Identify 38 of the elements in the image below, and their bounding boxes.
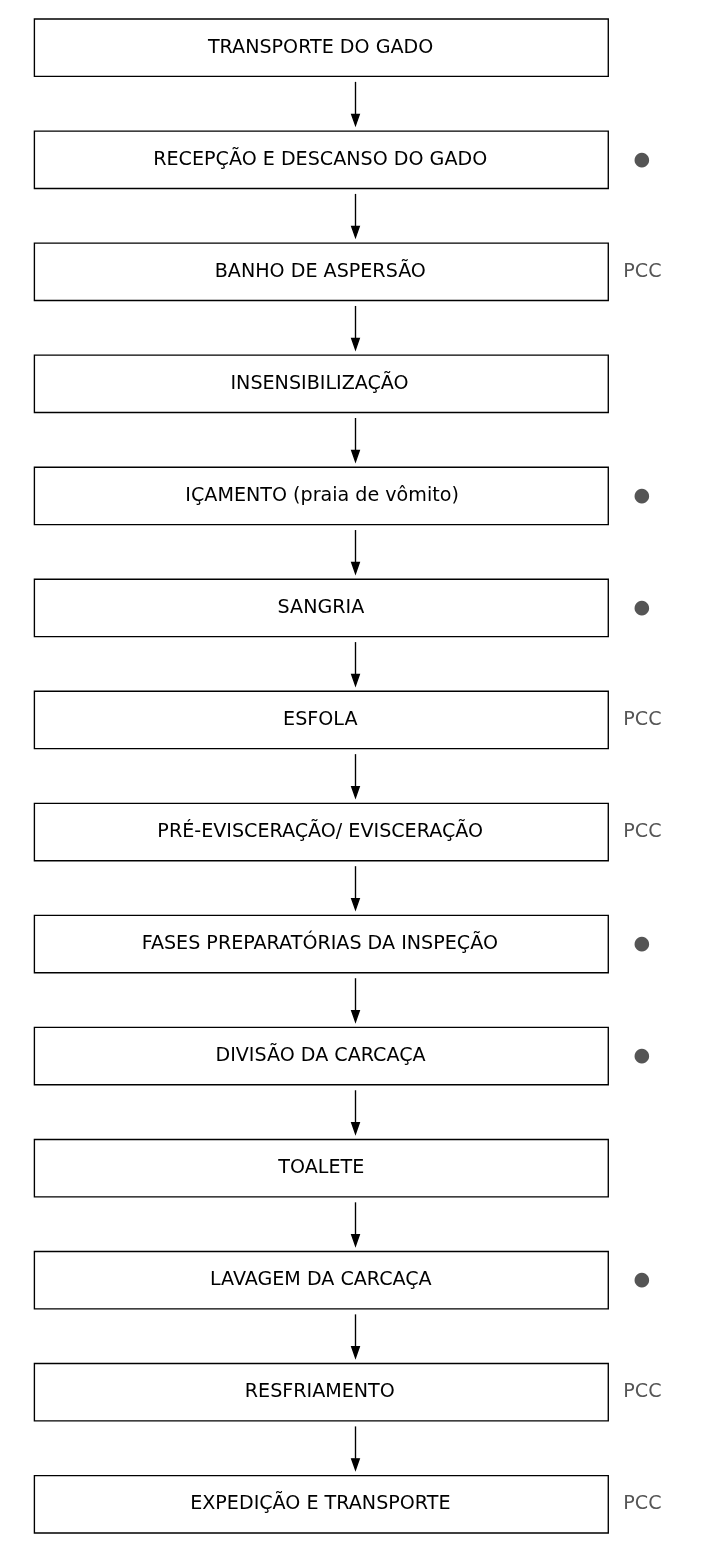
arrow: [350, 305, 360, 352]
node-box: ESFOLA: [33, 690, 609, 750]
arrow: [350, 193, 360, 240]
node-label: PCC: [622, 1491, 662, 1515]
node-box: DIVISÃO DA CARCAÇA: [33, 1026, 609, 1086]
node-box: TOALETE: [33, 1138, 609, 1198]
node-label: PCC: [622, 707, 662, 731]
arrow: [350, 641, 360, 688]
node-label: ●: [633, 1267, 650, 1291]
node-label: ●: [633, 931, 650, 955]
node-box: IÇAMENTO (praia de vômito): [33, 466, 609, 526]
node-label: ●: [633, 146, 650, 170]
node-label: ●: [633, 482, 650, 506]
arrow: [350, 753, 360, 800]
arrow: [350, 1425, 360, 1472]
arrow: [350, 1089, 360, 1136]
node-box: TRANSPORTE DO GADO: [33, 18, 609, 78]
node-box: PRÉ-EVISCERAÇÃO/ EVISCERAÇÃO: [33, 802, 609, 862]
node-label: PCC: [622, 258, 662, 282]
node-label: PCC: [622, 1379, 662, 1403]
node-box: LAVAGEM DA CARCAÇA: [33, 1250, 609, 1310]
arrow: [350, 977, 360, 1024]
node-label: PCC: [622, 819, 662, 843]
arrow: [350, 865, 360, 912]
node-box: BANHO DE ASPERSÃO: [33, 242, 609, 302]
node-box: INSENSIBILIZAÇÃO: [33, 354, 609, 414]
arrow: [350, 1201, 360, 1248]
arrow: [350, 417, 360, 464]
node-box: RECEPÇÃO E DESCANSO DO GADO: [33, 130, 609, 190]
node-box: EXPEDIÇÃO E TRANSPORTE: [33, 1474, 609, 1534]
node-label: ●: [633, 594, 650, 618]
arrow: [350, 81, 360, 128]
node-label: ●: [633, 1043, 650, 1067]
arrow: [350, 1313, 360, 1360]
arrow: [350, 529, 360, 576]
node-box: SANGRIA: [33, 578, 609, 638]
node-box: FASES PREPARATÓRIAS DA INSPEÇÃO: [33, 914, 609, 974]
node-box: RESFRIAMENTO: [33, 1362, 609, 1422]
